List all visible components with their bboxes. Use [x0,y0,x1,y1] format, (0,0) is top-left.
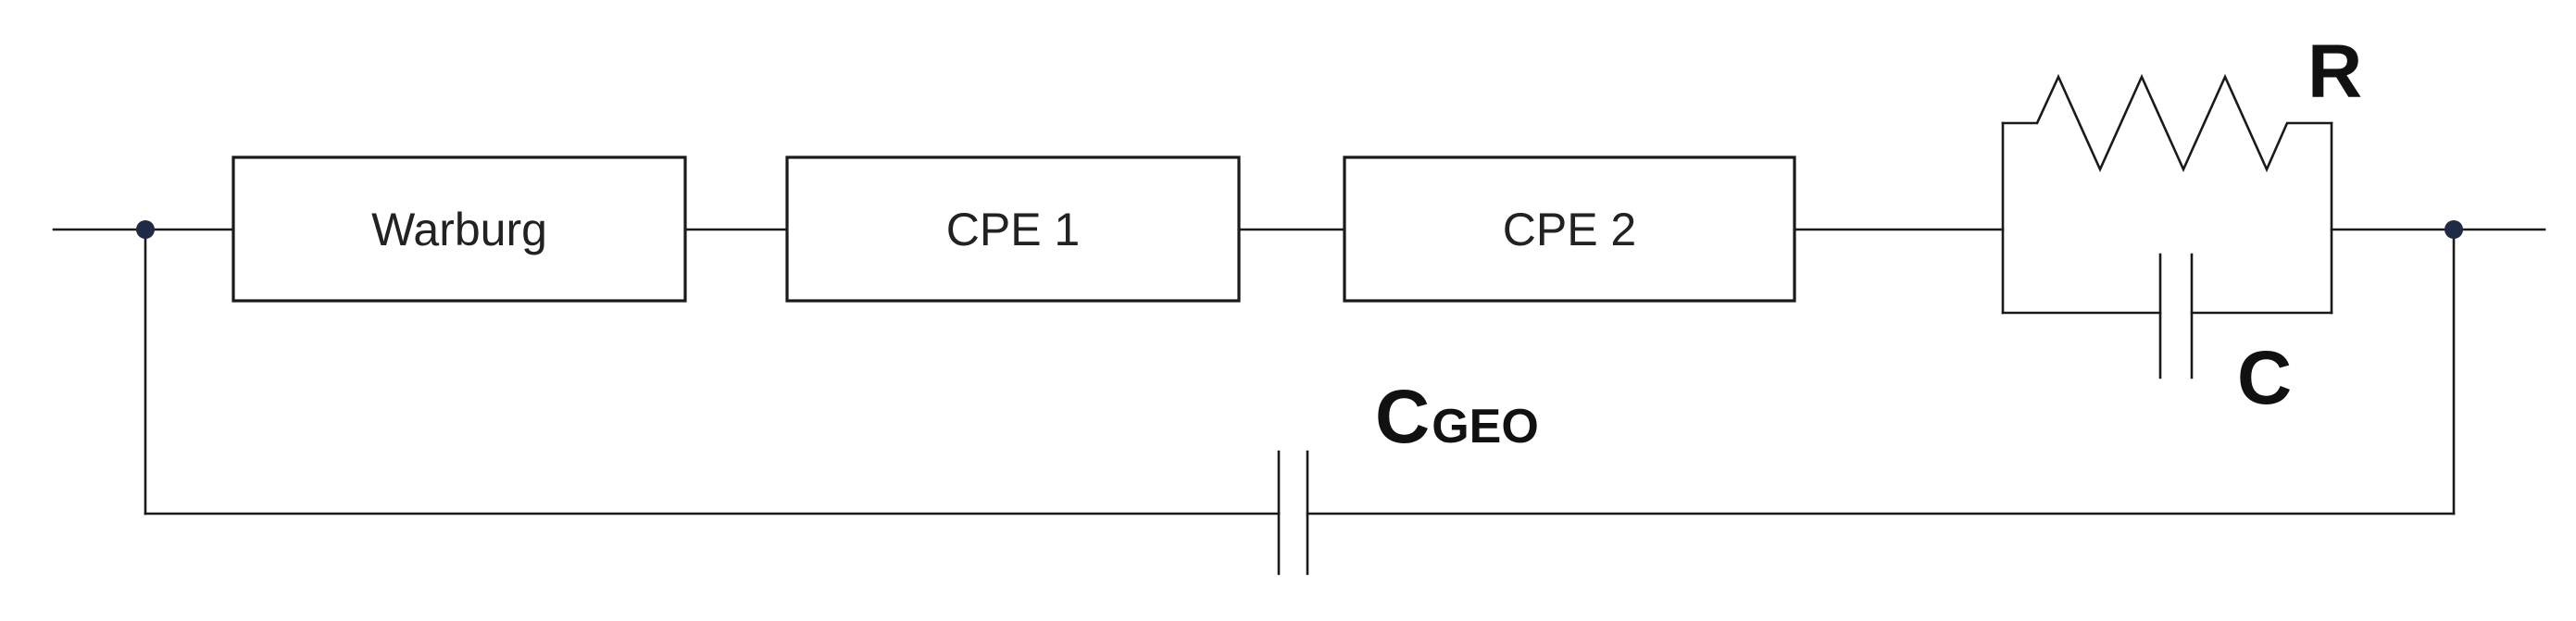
junction-node-right [2445,220,2463,239]
warburg-box [231,155,687,303]
warburg-element: Warburg [231,155,687,303]
warburg-label: Warburg [371,204,547,255]
cpe1-element: CPE 1 [785,155,1241,303]
cpe1-box [785,155,1241,303]
cgeo-label: CGEO [1375,375,1539,459]
cgeo-label-main: C [1375,375,1430,459]
cpe1-label: CPE 1 [946,204,1081,255]
resistor-label: R [2307,30,2362,114]
cpe2-label: CPE 2 [1503,204,1637,255]
cgeo-label-subscript: GEO [1432,400,1539,453]
cpe2-element: CPE 2 [1343,155,1796,303]
cgeo-loop: CGEO [144,228,2456,576]
junction-node-left [136,220,155,239]
junction-nodes [136,220,2463,239]
rc-parallel: R C [2001,30,2362,420]
capacitor-label: C [2237,336,2292,420]
cpe2-box [1343,155,1796,303]
resistor-symbol [2001,73,2333,173]
